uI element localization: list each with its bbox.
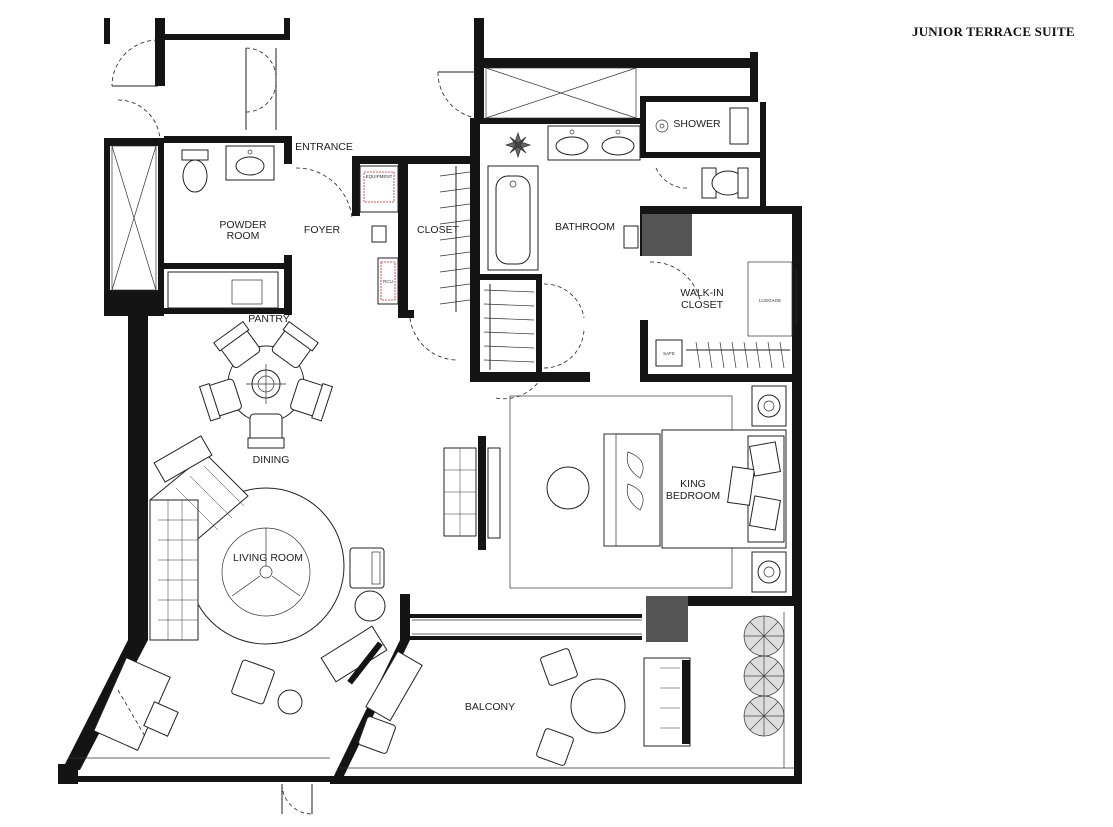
dining-label: DINING bbox=[253, 454, 290, 466]
living-furniture bbox=[93, 435, 388, 751]
pantry-label: PANTRY bbox=[248, 313, 290, 325]
closet-label: CLOSET bbox=[417, 224, 460, 236]
powder-room-label-2: ROOM bbox=[227, 230, 260, 242]
equipment-label: EQUIPMENT bbox=[366, 174, 393, 179]
doors bbox=[111, 39, 701, 815]
suite-title: JUNIOR TERRACE SUITE bbox=[912, 24, 1075, 39]
safe-label: SAFE bbox=[663, 351, 675, 356]
powder-room-label-1: POWDER bbox=[219, 219, 267, 231]
bathroom-label: BATHROOM bbox=[555, 221, 615, 233]
powder-room-fixtures bbox=[167, 145, 279, 309]
foyer-label: FOYER bbox=[304, 224, 341, 236]
walls bbox=[58, 18, 802, 784]
glazing bbox=[68, 67, 797, 769]
rcu-label: RCU bbox=[383, 279, 393, 284]
king-bedroom-label-1: KING bbox=[680, 478, 706, 490]
living-room-label: LIVING ROOM bbox=[233, 552, 303, 564]
entrance-label: ENTRANCE bbox=[295, 141, 353, 153]
walkin-closet-label-1: WALK-IN bbox=[680, 287, 723, 299]
balcony-furniture bbox=[358, 615, 785, 766]
luggage-label: LUGGAGE bbox=[759, 298, 781, 303]
shower-label: SHOWER bbox=[673, 118, 721, 130]
walkin-closet-fixtures: LUGGAGE SAFE bbox=[655, 261, 793, 369]
walkin-closet-label-2: CLOSET bbox=[681, 299, 724, 311]
balcony-label: BALCONY bbox=[465, 701, 515, 713]
dining-furniture bbox=[198, 320, 334, 449]
bedroom-furniture bbox=[443, 385, 787, 593]
foyer-fixtures: EQUIPMENT RCU bbox=[359, 165, 471, 312]
bathroom-fixtures bbox=[483, 107, 749, 370]
king-bedroom-label-2: BEDROOM bbox=[666, 490, 720, 502]
room-labels: ENTRANCE POWDER ROOM FOYER CLOSET BATHRO… bbox=[219, 118, 723, 713]
